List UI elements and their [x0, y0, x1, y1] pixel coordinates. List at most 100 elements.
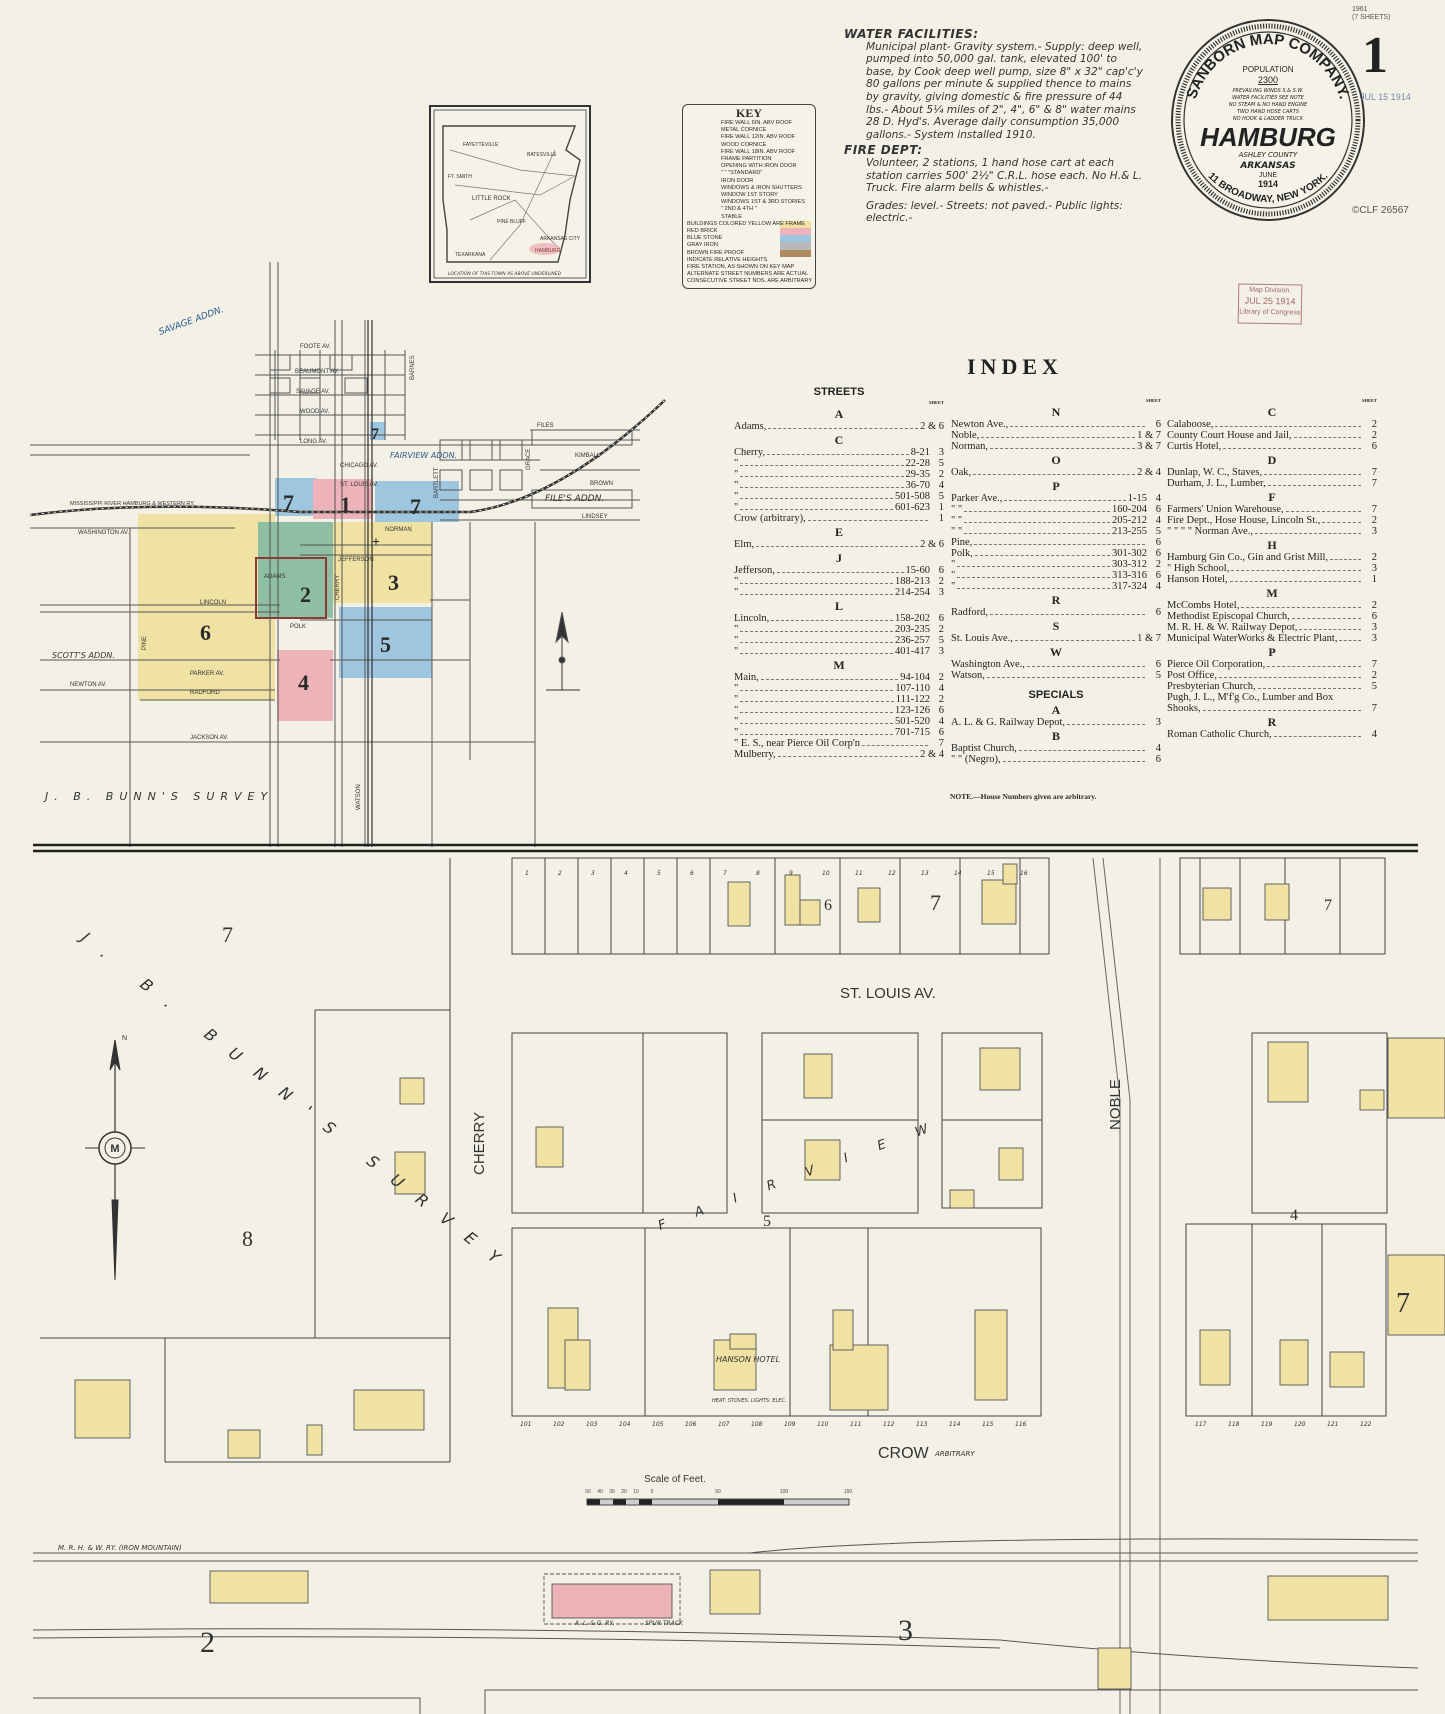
entry-name: Baptist Church, [951, 743, 1017, 754]
entry-sheet: 4 [1155, 581, 1161, 592]
street-label: LINDSEY [582, 514, 608, 520]
entry-range: 214-254 [895, 587, 930, 598]
sheet-number-label[interactable]: 5 [380, 632, 391, 657]
sheet-number-label[interactable]: 7 [410, 494, 421, 519]
sheet-number-label[interactable]: 4 [298, 670, 309, 695]
water-text: Municipal plant- Gravity system.- Supply… [866, 40, 1143, 141]
seal-population-label: POPULATION [1243, 65, 1294, 74]
leader-dots [1018, 749, 1145, 751]
index-entry: Crow (arbitrary),1 [734, 513, 944, 524]
sanborn-seal: SANBORN MAP COMPANY. 11 BROADWAY, NEW YO… [1171, 19, 1365, 221]
entry-name: Fire Dept., Hose House, Lincoln St., [1167, 515, 1321, 526]
sheet-number-label[interactable]: 2 [300, 582, 311, 607]
entry-name: Elm, [734, 539, 755, 550]
leader-dots [776, 571, 904, 573]
sheet-map-labels: ST. LOUIS AV. CHERRY NOBLE CROW ARBITRAR… [58, 870, 1410, 1659]
entry-name: " [734, 694, 739, 705]
entry-range: 123-126 [895, 705, 930, 716]
sheet-area-3[interactable] [333, 522, 432, 603]
adjacent-sheet-number[interactable]: 7 [930, 890, 941, 915]
index-entry: Durham, J. L., Lumber,7 [1167, 478, 1377, 489]
leader-dots [1231, 569, 1361, 571]
entry-name: Mulberry, [734, 749, 776, 760]
key-line: FIRE WALL 18IN. ABV ROOF [721, 148, 796, 155]
copyright-number: ©CLF 26567 [1352, 205, 1409, 216]
leader-dots [990, 447, 1136, 449]
entry-name: " [734, 705, 739, 716]
street-label: BEAUMONT AV. [295, 369, 339, 375]
lot-number: 115 [982, 1421, 994, 1428]
entry-range: 303-312 [1112, 559, 1147, 570]
adjacent-sheet-number[interactable]: 5 [763, 1213, 771, 1230]
entry-sheet: 3 [1371, 526, 1377, 537]
street-note: ARBITRARY [934, 1450, 975, 1458]
entry-name: " [734, 587, 739, 598]
street-label: WASHINGTON AV. [78, 530, 129, 536]
sheet-area-7b[interactable] [375, 481, 459, 522]
fire-dept-text: Volunteer, 2 stations, 1 hand hose cart … [866, 156, 1142, 195]
entry-name: " [734, 502, 739, 513]
lot-number: 102 [553, 1421, 565, 1428]
sheet-area-5[interactable] [339, 607, 432, 678]
leader-dots [1223, 447, 1361, 449]
lot-number: 113 [916, 1421, 928, 1428]
leader-dots [740, 700, 894, 702]
sheet-number: 1 [1362, 27, 1388, 84]
seal-county: ASHLEY COUNTY [1238, 151, 1298, 159]
sheet-number-label[interactable]: 7 [283, 490, 294, 515]
index-entry: County Court House and Jail,2 [1167, 430, 1377, 441]
entry-sheet: 2 [938, 576, 944, 587]
seal-town: HAMBURG [1200, 122, 1336, 152]
adjacent-sheet-number[interactable]: 7 [222, 922, 233, 947]
index-entry: Hanson Hotel,1 [1167, 574, 1377, 585]
key-title: KEY [735, 106, 762, 120]
spacer [1167, 384, 1377, 398]
sheet-area-4[interactable] [277, 650, 333, 721]
adjacent-sheet-number[interactable]: 4 [1290, 1207, 1298, 1224]
sheet-number-label[interactable]: 1 [340, 492, 351, 517]
entry-sheet: 6 [1155, 504, 1161, 515]
lot-number: 12 [888, 870, 896, 877]
index-entry: Pierce Oil Corporation,7 [1167, 659, 1377, 670]
index-entry: Adams,2 & 6 [734, 421, 944, 432]
entry-sheet: 1 [1371, 574, 1377, 585]
adjacent-sheet-number[interactable]: 7 [1324, 897, 1332, 914]
index-entry: Hamburg Gin Co., Gin and Grist Mill,2 [1167, 552, 1377, 563]
adjacent-sheet-number[interactable]: 8 [242, 1226, 253, 1251]
entry-sheet: 5 [1371, 681, 1377, 692]
lot-number: 120 [1294, 1421, 1306, 1428]
adjacent-sheet-number[interactable]: 7 [1396, 1288, 1410, 1319]
hotel-note: HEAT: STOVES. LIGHTS: ELEC. [712, 1398, 787, 1404]
adjacent-sheet-number[interactable]: 2 [200, 1626, 215, 1659]
street-label: CROW [878, 1445, 930, 1462]
adjacent-sheet-number[interactable]: 3 [898, 1614, 913, 1647]
key-line: FIRE WALL 6IN. ABV ROOF [721, 120, 793, 126]
seal-line: NO HOOK & LADDER TRUCK [1233, 116, 1304, 122]
lot-number: 116 [1015, 1421, 1027, 1428]
index-entry: M. R. H. & W. Railway Depot,3 [1167, 622, 1377, 633]
sheet-area-2[interactable] [258, 522, 333, 618]
sheet-number-label[interactable]: 7 [371, 426, 379, 443]
index-letter: R [1267, 715, 1277, 729]
sheet-number-label[interactable]: 3 [388, 570, 399, 595]
index-entry: Curtis Hotel,6 [1167, 441, 1377, 452]
adjacent-sheet-number[interactable]: 6 [824, 897, 832, 914]
addition-label: FILE'S ADDN. [545, 494, 604, 504]
sheet-area-6[interactable] [138, 514, 275, 700]
entry-sheet: 2 [1371, 430, 1377, 441]
sheet-number-label[interactable]: 6 [200, 620, 211, 645]
key-color-line: BLUE STONE [687, 235, 811, 243]
index-entry: Calaboose,2 [1167, 419, 1377, 430]
street-label: ST. LOUIS AV. [840, 985, 936, 1002]
entry-name: " [734, 635, 739, 646]
index-entry: Farmers' Union Warehouse,7 [1167, 504, 1377, 515]
leader-dots [756, 545, 919, 547]
lot-number: 2 [558, 870, 562, 877]
entry-sheet: 5 [938, 458, 944, 469]
scale-tick: 30 [609, 1489, 615, 1495]
sheet-map [32, 857, 1419, 1714]
seal-line: TWO HAND HOSE CARTS [1237, 109, 1300, 115]
